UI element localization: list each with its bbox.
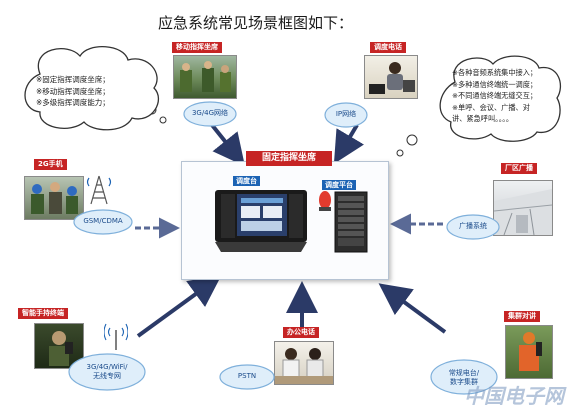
feature-cloud-right	[439, 55, 562, 142]
cloud-line: ※不同通信终端无缝交互；	[452, 91, 538, 100]
bubble-ip-network	[324, 102, 368, 128]
cloud-line: ※多级指挥调度能力；	[36, 98, 110, 107]
dispatch-platform-label: 调度平台	[322, 180, 356, 190]
smart-handheld-label: 智能手持终端	[18, 308, 68, 319]
phone-2g-photo	[24, 176, 84, 220]
office-phone-label: 办公电话	[283, 327, 319, 338]
bubble-broadcast	[446, 214, 500, 240]
wireless-network-text: 3G/4G/WiFi/ 无线专网	[70, 363, 144, 381]
office-phone-photo	[274, 341, 334, 385]
radio-worker-icon	[519, 332, 542, 371]
alarm-light-icon	[319, 191, 331, 211]
bubble-gsm	[73, 209, 133, 235]
mobile-seat-photo	[173, 55, 237, 99]
cloud-line: 讲、紧急呼叫。。。。	[452, 114, 514, 123]
arrow-dispatch-phone	[333, 123, 365, 164]
factory-broadcast-label: 厂区广播	[501, 163, 537, 174]
dispatch-console-label: 调度台	[233, 176, 260, 186]
cloud-dot	[396, 149, 404, 157]
wireless-line: 3G/4G/WiFi/	[86, 363, 128, 371]
antenna-tower-icon	[86, 175, 112, 205]
phone-2g-label: 2G手机	[34, 159, 67, 170]
arrow-mobile-seat	[210, 123, 245, 167]
cluster-talk-label: 集群对讲	[504, 311, 540, 322]
feature-cloud-left	[24, 45, 160, 131]
cloud-line: ※单呼、会议、广播、对	[452, 102, 530, 112]
bubble-radio-network	[430, 359, 498, 395]
dispatch-phone-label: 调度电话	[370, 42, 406, 53]
handheld-user-icon	[49, 331, 73, 366]
cluster-talk-photo	[505, 325, 553, 379]
cloud-line: ※多种通信终端统一调度；	[452, 79, 538, 89]
server-rack-icon	[334, 191, 368, 253]
dispatch-console-icon	[215, 190, 307, 252]
wireless-antenna-icon	[104, 323, 128, 350]
pstn-text: PSTN	[237, 372, 257, 380]
bubble-pstn	[219, 364, 275, 390]
gsm-text: GSM/CDMA	[83, 217, 123, 225]
cloud-line: ※各种音频系统集中接入；	[452, 68, 538, 77]
bubble-wireless-network	[68, 353, 146, 391]
bubble-mobile-network	[183, 101, 237, 127]
arrow-cluster-talk	[378, 283, 447, 334]
ip-network-text: IP网络	[335, 110, 357, 118]
watermark: 中国电子网	[464, 384, 564, 408]
arrow-smart-handheld	[136, 275, 222, 338]
cloud-right-text: ※各种音频系统集中接入； ※多种通信终端统一调度； ※不同通信终端无缝交互； ※…	[452, 67, 537, 125]
operator-icon	[369, 62, 415, 94]
dispatch-phone-photo	[364, 55, 418, 99]
factory-broadcast-photo	[493, 180, 553, 236]
radio-line: 常规电台/	[448, 369, 480, 377]
factory-hall-icon	[494, 189, 552, 235]
radio-line: 数字集群	[450, 378, 478, 386]
broadcast-text: 广播系统	[459, 222, 487, 230]
mobile-seat-label: 移动指挥坐席	[172, 42, 222, 53]
cloud-dot	[406, 134, 418, 146]
cloud-left-text: ※固定指挥调度坐席； ※移动指挥调度坐席； ※多级指挥调度能力；	[36, 74, 110, 109]
office-workers-icon	[275, 348, 333, 384]
cloud-dot	[159, 116, 167, 124]
wireless-line: 无线专网	[93, 372, 121, 380]
page-title: 应急系统常见场景框图如下：	[158, 14, 354, 32]
fixed-command-seat-title: 固定指挥坐席	[246, 151, 332, 166]
radio-network-text: 常规电台/ 数字集群	[432, 369, 496, 387]
cloud-line: ※固定指挥调度坐席；	[36, 75, 110, 84]
soldiers-icon	[180, 61, 231, 92]
cloud-line: ※移动指挥调度坐席；	[36, 86, 110, 96]
workers-icon	[31, 182, 78, 214]
mobile-network-text: 3G/4G网络	[191, 109, 229, 117]
